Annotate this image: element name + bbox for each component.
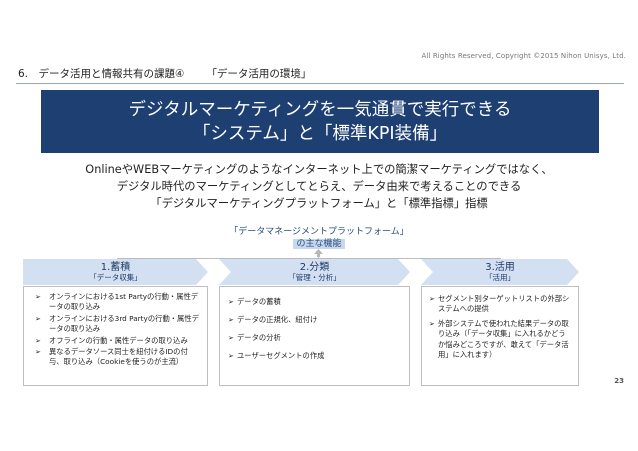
step-detail-box-utilize: ➢セグメント別ターゲットリストの外部システムへの提供 ➢外部システムで使われた結… bbox=[421, 286, 579, 386]
list-item: ➢ユーザーセグメントの作成 bbox=[228, 350, 325, 360]
platform-label-line-1: 「データマネージメントプラットフォーム」 bbox=[229, 227, 409, 237]
list-item: ➢セグメント別ターゲットリストの外部システムへの提供 bbox=[429, 294, 570, 314]
lead-paragraph: OnlineやWEBマーケティングのようなインターネット上での簡潔マーケティング… bbox=[0, 161, 638, 212]
platform-label-line-2: の主な機能 bbox=[0, 238, 638, 250]
step-subtitle: 「活用」 bbox=[485, 273, 515, 282]
headline-banner: デジタルマーケティングを一気通貫で実行できる 「システム」と「標準KPI装備」 bbox=[41, 90, 599, 153]
step-chevron-classify: 2.分類 「管理・分析」 bbox=[219, 259, 410, 285]
list-item: ➢外部システムで使われた結果データの取り込み（「データ収集」に入れるかどうか悩み… bbox=[429, 318, 569, 360]
connector-drop-2 bbox=[318, 256, 319, 259]
step-chevron-accumulate: 1.蓄積 「データ収集」 bbox=[23, 259, 208, 285]
step-subtitle: 「データ収集」 bbox=[89, 273, 142, 282]
step-item-list: ➢セグメント別ターゲットリストの外部システムへの提供 ➢外部システムで使われた結… bbox=[429, 294, 572, 360]
connector-line bbox=[117, 258, 501, 259]
step-subtitle: 「管理・分析」 bbox=[288, 273, 341, 282]
list-item: ➢異なるデータソース同士を紐付けるIDの付与、取り込み（Cookieを使うのが主… bbox=[35, 347, 188, 367]
banner-line-2: 「システム」と「標準KPI装備」 bbox=[192, 123, 448, 144]
step-detail-box-accumulate: ➢オンラインにおける1st Partyの行動・属性データの取り込み ➢オンライン… bbox=[23, 286, 208, 386]
step-detail-box-classify: ➢データの蓄積 ➢データの正規化、紐付け ➢データの分析 ➢ユーザーセグメントの… bbox=[219, 286, 410, 386]
list-item: ➢オンラインにおける1st Partyの行動・属性データの取り込み bbox=[35, 292, 199, 312]
step-title: 2.分類 bbox=[299, 262, 330, 273]
lead-line-2: デジタル時代のマーケティングとしてとらえ、データ由来で考えることのできる bbox=[116, 180, 522, 193]
title-divider bbox=[16, 83, 624, 84]
section-title-main: 6. データ活用と情報共有の課題④ bbox=[18, 68, 185, 80]
platform-label-highlight: の主な機能 bbox=[293, 239, 345, 249]
list-item: ➢データの蓄積 bbox=[228, 297, 281, 306]
banner-line-1: デジタルマーケティングを一気通貫で実行できる bbox=[128, 99, 512, 120]
step-title: 3.活用 bbox=[485, 262, 515, 273]
section-title: 6. データ活用と情報共有の課題④ 「データ活用の環境」 bbox=[18, 66, 311, 81]
step-item-list: ➢オンラインにおける1st Partyの行動・属性データの取り込み ➢オンライン… bbox=[35, 292, 201, 368]
chevron-arrow-icon bbox=[23, 259, 208, 285]
list-item: ➢データの正規化、紐付け bbox=[228, 314, 318, 324]
section-title-sub: 「データ活用の環境」 bbox=[206, 68, 312, 80]
arrow-up-icon bbox=[314, 249, 323, 257]
lead-line-3: 「デジタルマーケティングプラットフォーム」と「標準指標」指標 bbox=[150, 197, 488, 210]
chevron-arrow-icon bbox=[219, 259, 410, 285]
step-title: 1.蓄積 bbox=[100, 262, 131, 273]
page-number: 23 bbox=[614, 377, 624, 385]
list-item: ➢オンラインにおける3rd Partyの行動・属性データの取り込み bbox=[35, 313, 199, 334]
chevron-arrow-icon bbox=[421, 259, 579, 285]
list-item: ➢データの分析 bbox=[228, 332, 281, 342]
copyright-text: All Rights Reserved, Copyright ©2015 Nih… bbox=[421, 52, 626, 60]
list-item: ➢オフラインの行動・属性データの取り込み bbox=[35, 335, 188, 345]
step-chevron-utilize: 3.活用 「活用」 bbox=[421, 259, 579, 285]
lead-line-1: OnlineやWEBマーケティングのようなインターネット上での簡潔マーケティング… bbox=[85, 163, 553, 176]
platform-functions-label: 「データマネージメントプラットフォーム」 の主な機能 bbox=[0, 226, 638, 250]
step-item-list: ➢データの蓄積 ➢データの正規化、紐付け ➢データの分析 ➢ユーザーセグメントの… bbox=[228, 297, 403, 361]
